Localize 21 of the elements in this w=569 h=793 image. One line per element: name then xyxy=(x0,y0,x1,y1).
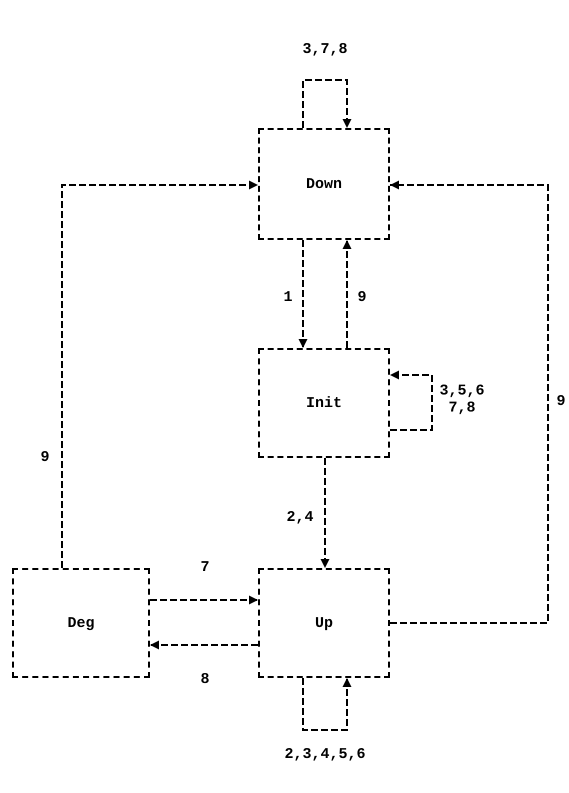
state-box xyxy=(258,568,390,678)
state-name: Init xyxy=(306,394,342,412)
state-name: Down xyxy=(306,176,342,192)
state-box xyxy=(258,348,390,458)
edge-label: 2,4 xyxy=(286,510,314,526)
arrow xyxy=(150,640,258,650)
arrow xyxy=(390,370,433,431)
arrow xyxy=(298,240,308,348)
arrow xyxy=(390,180,549,624)
edge-label: 2,3,4,5,6 xyxy=(284,746,366,764)
arrow xyxy=(302,678,352,731)
arrow xyxy=(320,458,330,568)
state-box xyxy=(12,568,150,678)
arrow xyxy=(61,180,258,568)
state-name: Up xyxy=(314,614,333,632)
arrow xyxy=(302,79,352,128)
edge-label: 3,7,8 xyxy=(302,42,348,58)
arrow xyxy=(342,240,352,348)
state-box xyxy=(258,128,390,240)
arrow xyxy=(150,596,258,604)
state-name: Deg xyxy=(67,614,94,632)
